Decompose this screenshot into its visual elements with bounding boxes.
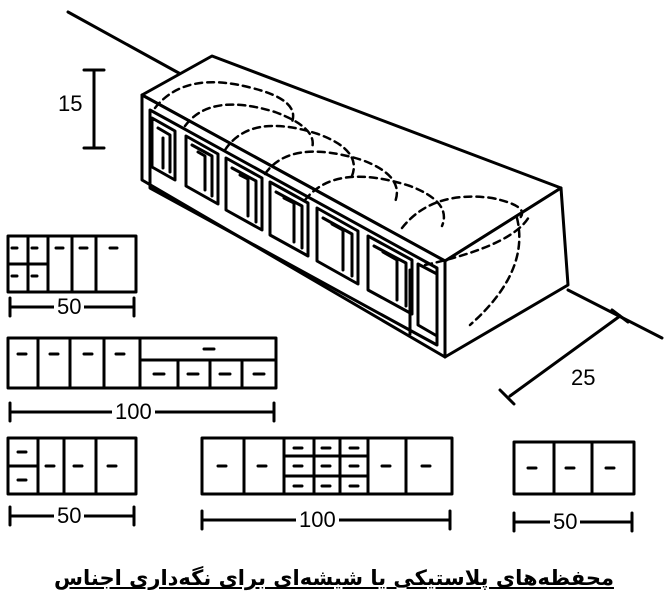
- figure-caption: محفظه‌های پلاستیکی یا شیشه‌ای برای نگه‌د…: [54, 566, 614, 590]
- container-a: [6, 234, 138, 294]
- container-d: [200, 436, 454, 496]
- bin-openings: [150, 116, 439, 338]
- container-e: [512, 440, 636, 496]
- length-label-d: 100: [296, 508, 339, 532]
- container-b: [6, 336, 278, 390]
- length-label-e: 50: [550, 510, 581, 534]
- height-label: 15: [55, 92, 86, 116]
- length-label-b: 100: [112, 400, 155, 424]
- dim-height: [82, 68, 106, 150]
- dim-depth: [498, 308, 630, 406]
- shelf-block: [140, 54, 570, 359]
- length-label-c: 50: [54, 504, 85, 528]
- length-label-a: 50: [54, 295, 85, 319]
- hidden-bin-outlines: [153, 81, 532, 327]
- container-c: [6, 436, 138, 496]
- depth-label: 25: [568, 366, 599, 390]
